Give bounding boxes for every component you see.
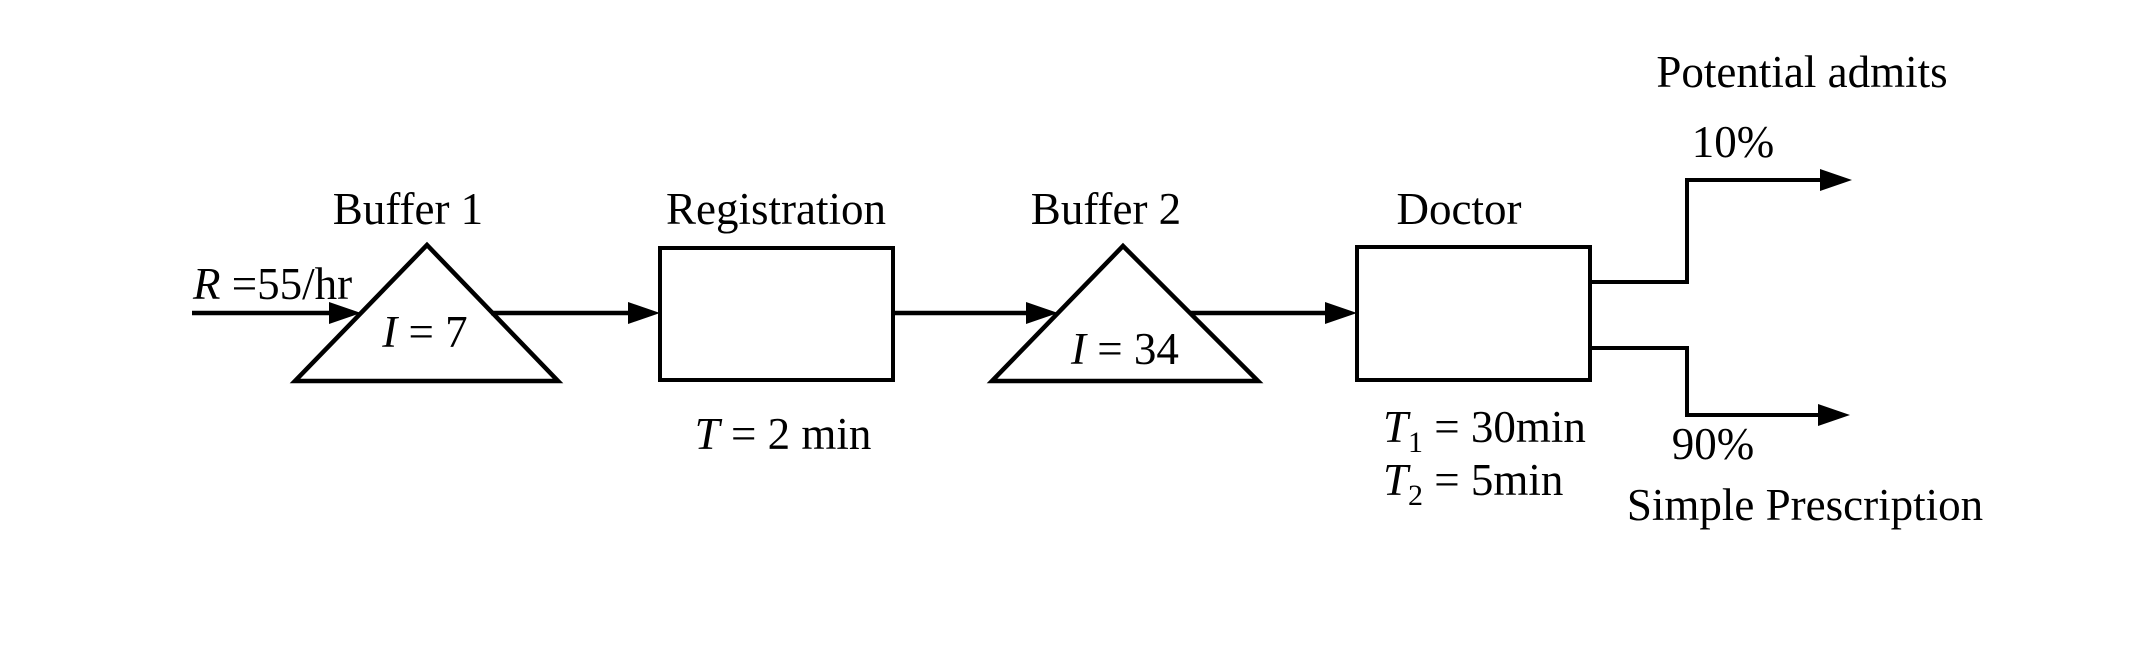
- registration-title: Registration: [666, 184, 886, 234]
- buffer1-title: Buffer 1: [332, 184, 484, 234]
- var-i: I: [382, 307, 398, 357]
- branch-bottom-line: [1590, 346, 1827, 417]
- doctor-time1-label: T1 = 30min: [1383, 402, 1586, 459]
- var-t: T: [1383, 402, 1409, 452]
- registration-time-label: T = 2 min: [694, 409, 872, 459]
- buffer1-inventory-label: I = 7: [382, 307, 468, 357]
- doctor-box: [1355, 245, 1592, 382]
- branch-top-percent: 10%: [1691, 117, 1775, 167]
- registration-box: [658, 246, 895, 382]
- branch-bottom-percent: 90%: [1671, 419, 1755, 469]
- branch-top-arrowhead: [1820, 169, 1852, 191]
- branch-top-label: Potential admits: [1656, 47, 1948, 97]
- doctor-time2-label: T2 = 5min: [1383, 455, 1564, 512]
- branch-bottom-arrowhead: [1818, 404, 1850, 426]
- var-r: R: [193, 259, 221, 309]
- branch-top-line: [1590, 178, 1829, 284]
- var-t: T: [1383, 455, 1409, 505]
- buffer2-title: Buffer 2: [1030, 184, 1182, 234]
- buffer1-to-registration-arrowhead: [628, 302, 660, 324]
- input-rate-label: R =55/hr: [193, 259, 353, 309]
- buffer2-inventory-label: I = 34: [1071, 324, 1179, 374]
- registration-to-buffer2-arrowhead: [1026, 302, 1058, 324]
- input-arrowhead: [329, 302, 361, 324]
- var-t: T: [694, 409, 720, 459]
- doctor-title: Doctor: [1396, 184, 1522, 234]
- buffer2-to-doctor-arrowhead: [1325, 302, 1357, 324]
- branch-bottom-label: Simple Prescription: [1626, 480, 1984, 530]
- var-i: I: [1071, 324, 1087, 374]
